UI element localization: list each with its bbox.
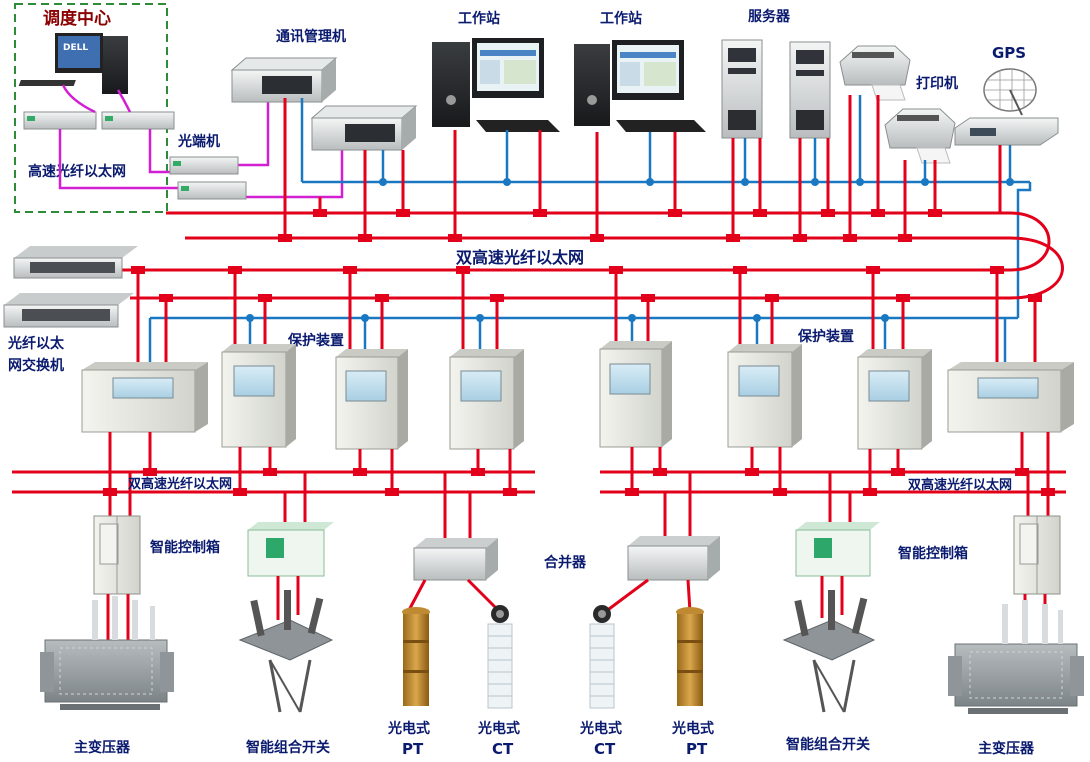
optical-ct-right-label-2: CT bbox=[594, 740, 616, 758]
optical-terminal-top-left-icon[interactable] bbox=[23, 111, 97, 130]
relay-4-icon[interactable] bbox=[449, 349, 524, 450]
process-bus-red bbox=[12, 432, 1066, 540]
optical-ct-left-icon[interactable] bbox=[487, 605, 513, 709]
workstation-2-label: 工作站 bbox=[600, 10, 642, 27]
relay-1-wide-icon[interactable] bbox=[81, 362, 208, 433]
comm-manager-1-icon[interactable] bbox=[230, 57, 338, 103]
smart-control-box-left-label: 智能控制箱 bbox=[149, 539, 220, 556]
relay-5-icon[interactable] bbox=[599, 341, 672, 448]
fiber-switch-2-icon[interactable] bbox=[3, 293, 134, 328]
optical-terminal-top-right-icon[interactable] bbox=[101, 111, 175, 130]
fiber-switch-label-1: 光纤以太 bbox=[7, 335, 65, 352]
server-1-icon[interactable] bbox=[721, 39, 763, 139]
bay-bus-red-connectors bbox=[131, 266, 1042, 302]
optical-ct-right-label-1: 光电式 bbox=[579, 720, 622, 737]
workstation-1-label: 工作站 bbox=[458, 10, 500, 27]
smart-control-cabinet-left-icon[interactable] bbox=[93, 515, 141, 595]
station-bus-connectors bbox=[278, 209, 942, 242]
relay-7-icon[interactable] bbox=[857, 349, 932, 450]
smart-control-cabinet-right-icon[interactable] bbox=[1013, 515, 1061, 595]
main-transformer-left-icon[interactable] bbox=[40, 596, 174, 710]
dual-hs-fiber-ethernet-right-label: 双高速光纤以太网 bbox=[908, 477, 1012, 493]
smart-gis-left-label: 智能组合开关 bbox=[245, 739, 330, 756]
main-transformer-left-label: 主变压器 bbox=[74, 739, 131, 756]
svg-text:DELL: DELL bbox=[63, 43, 88, 53]
workstation-2-icon[interactable] bbox=[574, 40, 706, 132]
workstation-1-icon[interactable] bbox=[432, 38, 560, 132]
magenta-fiber-links bbox=[58, 84, 344, 199]
hs-fiber-ethernet-top-label: 高速光纤以太网 bbox=[28, 163, 126, 180]
optical-ct-left-label-1: 光电式 bbox=[477, 720, 520, 737]
optical-terminal-1-icon[interactable] bbox=[169, 156, 239, 175]
gps-receiver-icon[interactable] bbox=[954, 117, 1059, 146]
optical-terminal-label: 光端机 bbox=[177, 133, 220, 150]
optical-ct-left-label-2: CT bbox=[492, 740, 514, 758]
smart-gis-right-label: 智能组合开关 bbox=[785, 736, 870, 753]
relay-8-wide-icon[interactable] bbox=[947, 362, 1074, 433]
dual-hs-fiber-ethernet-left-label: 双高速光纤以太网 bbox=[128, 476, 232, 492]
printer-1-icon[interactable] bbox=[839, 45, 911, 101]
dispatch-center-label: 调度中心 bbox=[43, 8, 111, 29]
optical-pt-right-label-2: PT bbox=[686, 740, 708, 758]
bay-bus-blue-nodes bbox=[246, 314, 889, 322]
fiber-switch-label-2: 网交换机 bbox=[8, 357, 64, 374]
process-bus-connectors bbox=[103, 468, 1055, 496]
smart-gis-left-icon[interactable] bbox=[238, 590, 334, 713]
smart-control-box-right-label: 智能控制箱 bbox=[897, 545, 968, 562]
smart-gis-right-icon[interactable] bbox=[782, 590, 876, 713]
gps-label: GPS bbox=[992, 44, 1026, 62]
comm-manager-2-icon[interactable] bbox=[310, 105, 418, 151]
bay-bus-red-drops bbox=[136, 270, 1037, 370]
gps-dish-icon[interactable] bbox=[983, 68, 1037, 116]
optical-pt-left-label-2: PT bbox=[402, 740, 424, 758]
fiber-switch-1-icon[interactable] bbox=[13, 246, 138, 279]
primary-wiring bbox=[106, 576, 1047, 644]
optical-pt-left-label-1: 光电式 bbox=[387, 720, 430, 737]
comm-manager-label: 通讯管理机 bbox=[276, 28, 346, 45]
main-transformer-right-label: 主变压器 bbox=[978, 740, 1035, 757]
protection-device-label-1: 保护装置 bbox=[287, 332, 344, 349]
optical-ct-right-icon[interactable] bbox=[589, 605, 615, 709]
protection-device-label-2: 保护装置 bbox=[797, 328, 854, 345]
optical-terminal-2-icon[interactable] bbox=[177, 181, 247, 200]
main-transformer-right-icon[interactable] bbox=[948, 600, 1084, 714]
merging-unit-left-icon[interactable] bbox=[413, 538, 498, 581]
relay-2-icon[interactable] bbox=[221, 344, 296, 448]
dispatch-pc-icon[interactable]: DELL bbox=[18, 33, 128, 94]
server-label: 服务器 bbox=[748, 8, 791, 25]
dispatch-center-group: 调度中心 DELL 高速光纤以太网 bbox=[14, 3, 175, 213]
printer-2-icon[interactable] bbox=[884, 108, 956, 164]
station-bus-nodes bbox=[379, 178, 1014, 186]
station-bus-blue bbox=[300, 95, 1032, 318]
relay-6-icon[interactable] bbox=[727, 344, 802, 448]
relay-3-icon[interactable] bbox=[335, 349, 408, 450]
merging-unit-right-icon[interactable] bbox=[627, 536, 720, 581]
dispatch-center-border bbox=[14, 3, 168, 213]
smart-unit-right-icon[interactable] bbox=[795, 522, 880, 577]
optical-pt-left-icon[interactable] bbox=[402, 607, 430, 706]
dual-hs-fiber-ethernet-main-label: 双高速光纤以太网 bbox=[456, 248, 584, 267]
merging-unit-label: 合并器 bbox=[544, 554, 587, 571]
optical-pt-right-label-1: 光电式 bbox=[671, 720, 714, 737]
station-bus-red bbox=[120, 95, 1064, 300]
printer-label: 打印机 bbox=[916, 75, 958, 92]
smart-unit-left-icon[interactable] bbox=[247, 522, 334, 577]
server-2-icon[interactable] bbox=[789, 41, 831, 139]
optical-pt-right-icon[interactable] bbox=[676, 607, 704, 706]
